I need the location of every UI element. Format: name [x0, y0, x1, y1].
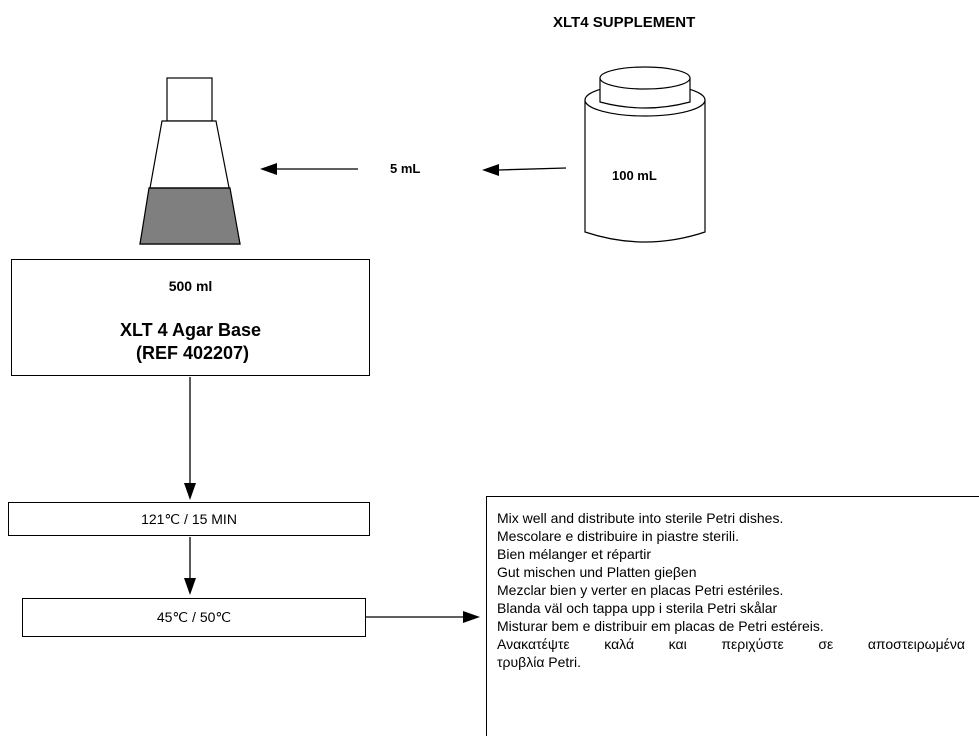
arrow-down-icon	[184, 537, 196, 595]
instruction-line: Mezclar bien y verter en placas Petri es…	[497, 582, 784, 598]
vial-volume-label: 100 mL	[612, 168, 657, 183]
cool-step-box: 45℃ / 50℃	[22, 598, 366, 637]
flask-liquid	[139, 187, 241, 245]
base-volume: 500 ml	[168, 278, 213, 294]
instructions-list: Mix well and distribute into sterile Pet…	[497, 509, 965, 671]
flask-icon	[139, 77, 241, 245]
instruction-line: Bien mélanger et répartir	[497, 546, 652, 562]
cool-step-label: 45℃ / 50℃	[156, 609, 232, 625]
arrow-left-icon	[260, 163, 358, 175]
instruction-line: Ανακατέψτε καλά και περιχύστε σε αποστει…	[497, 636, 965, 652]
instruction-line: Mescolare e distribuire in piastre steri…	[497, 528, 739, 544]
transfer-volume-label: 5 mL	[390, 161, 421, 176]
arrow-left-icon	[482, 164, 567, 176]
instruction-line: Blanda väl och tappa upp i sterila Petri…	[497, 600, 778, 616]
base-ref: (REF 402207)	[135, 343, 250, 363]
base-name: XLT 4 Agar Base	[119, 320, 262, 340]
instruction-line: τρυβλία Petri.	[497, 654, 581, 670]
vial-icon	[584, 66, 706, 243]
instruction-line: Gut mischen und Platten gieβen	[497, 564, 697, 580]
arrow-right-icon	[366, 611, 480, 623]
arrow-down-icon	[184, 377, 196, 500]
supplement-title: XLT4 SUPPLEMENT	[553, 14, 696, 31]
instructions-box: Mix well and distribute into sterile Pet…	[486, 496, 979, 736]
agar-base-box: 500 ml XLT 4 Agar Base (REF 402207)	[11, 259, 370, 376]
instruction-line: Mix well and distribute into sterile Pet…	[497, 510, 784, 526]
instruction-line: Misturar bem e distribuir em placas de P…	[497, 618, 824, 634]
sterilize-step-box: 121℃ / 15 MIN	[8, 502, 370, 536]
sterilize-step-label: 121℃ / 15 MIN	[141, 510, 237, 527]
